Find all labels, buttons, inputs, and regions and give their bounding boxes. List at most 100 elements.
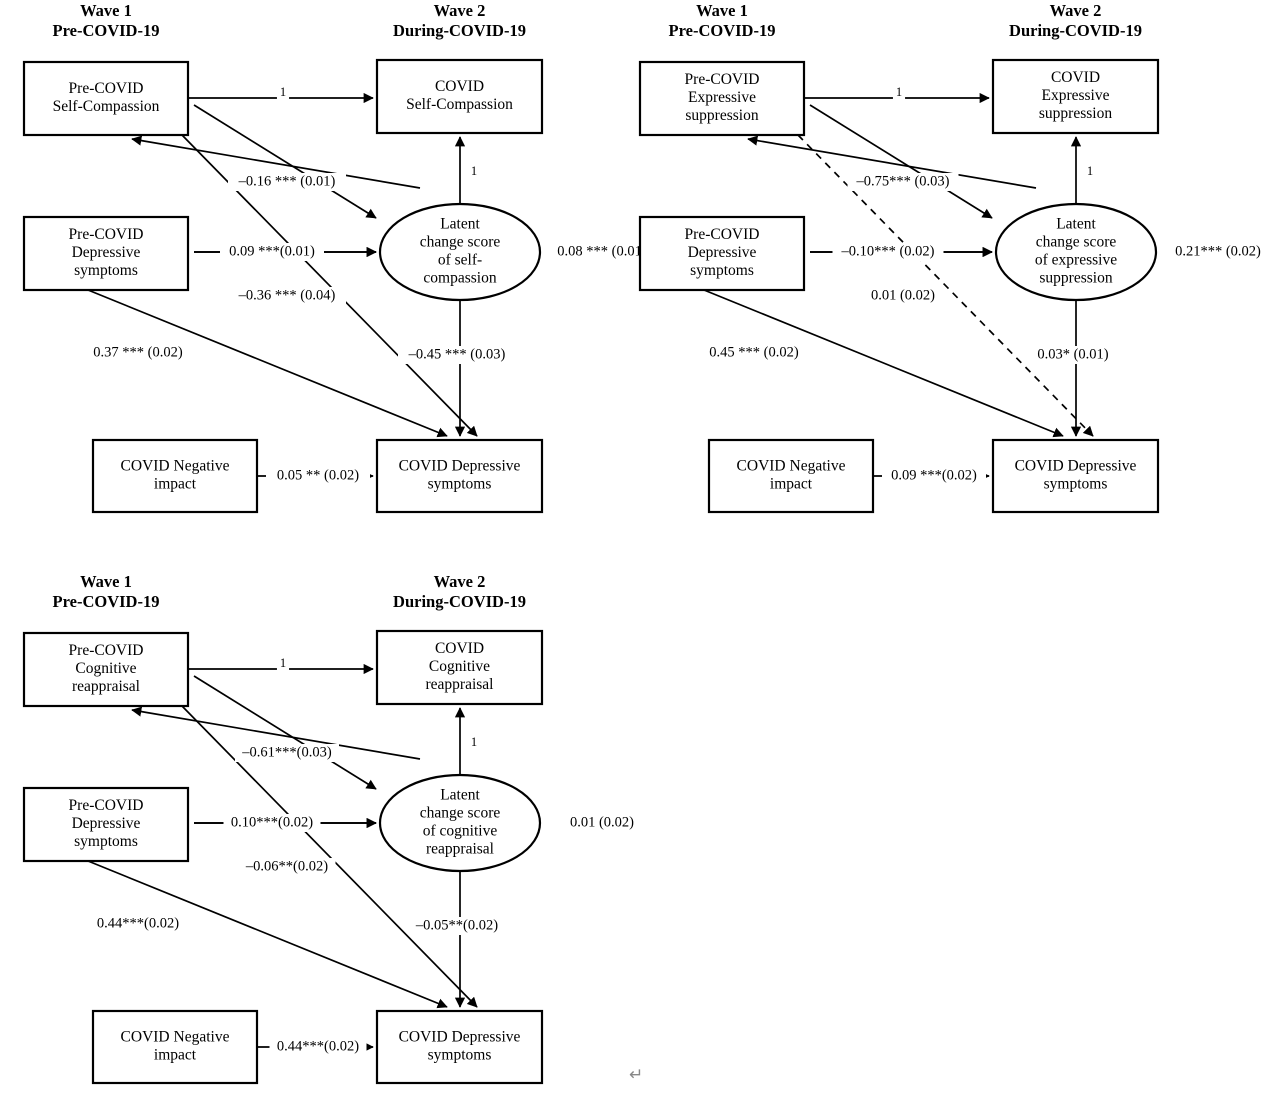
panel-self-compassion-label-construct-to-coviddepress-bg (228, 287, 346, 305)
panel-cognitive-reappraisal-header-wave2-line: During-COVID-19 (393, 592, 526, 611)
panel-self-compassion-label-w1depress-to-coviddepress-text: 0.37 *** (0.02) (93, 344, 183, 360)
panel-expressive-suppression-node-w2-construct-label-line: Expressive (1041, 87, 1109, 104)
panel-expressive-suppression-node-latent-change-ellipse (994, 202, 1158, 302)
panel-expressive-suppression-node-w1-construct-label-line: suppression (685, 107, 758, 124)
panel-self-compassion-label-latent-variance-text: 0.08 *** (0.01) (557, 243, 647, 259)
panel-cognitive-reappraisal-edge-construct-to-coviddepress (181, 705, 478, 1008)
panel-self-compassion-node-w1-construct-rect (22, 60, 190, 137)
panel-self-compassion-label-impact-to-coviddepress-bg (266, 467, 370, 485)
panel-expressive-suppression-node-w2-construct-label-line: COVID (1051, 69, 1100, 86)
panel-self-compassion-node-covid-depressive-rect (375, 438, 544, 514)
panel-cognitive-reappraisal-label-latent-to-coviddepress-text: –0.05**(0.02) (415, 917, 498, 933)
panel-cognitive-reappraisal-label-autoregressive-text: 1 (280, 656, 286, 670)
panel-self-compassion-node-covid-depressive-label-line: COVID Depressive (399, 458, 521, 475)
panel-self-compassion-header-wave1-line: Pre-COVID-19 (53, 21, 160, 40)
panel-expressive-suppression-label-impact-to-coviddepress: 0.09 ***(0.02) (882, 467, 986, 485)
panel-self-compassion-node-latent-change-label-line: Latent (440, 216, 480, 233)
panel-self-compassion-node-w1-construct-label-line: Pre-COVID (69, 80, 144, 97)
panel-cognitive-reappraisal-node-covid-impact-label-line: COVID Negative (121, 1029, 230, 1046)
carriage-return-mark: ↵ (629, 1065, 643, 1084)
panel-cognitive-reappraisal-label-latent-variance: 0.01 (0.02) (570, 814, 634, 830)
panel-self-compassion-label-w1depress-to-coviddepress-bg (82, 344, 194, 362)
panel-self-compassion-node-latent-change-label-line: change score (420, 234, 501, 251)
panel-self-compassion-node-covid-impact-rect (91, 438, 259, 514)
panel-expressive-suppression-label-w1depress-to-coviddepress-text: 0.45 *** (0.02) (709, 344, 799, 360)
panel-expressive-suppression-node-latent-change-label-line: of expressive (1035, 252, 1117, 269)
panel-expressive-suppression-label-autoregressive-text: 1 (896, 85, 902, 99)
panel-expressive-suppression-label-latent-to-w1depress-bg (832, 243, 944, 261)
panel-cognitive-reappraisal-header-wave2-line: Wave 2 (434, 572, 486, 591)
panel-self-compassion-header-wave2-line: During-COVID-19 (393, 21, 526, 40)
panel-cognitive-reappraisal-label-latent-variance-text: 0.01 (0.02) (570, 814, 634, 830)
panel-expressive-suppression-label-impact-to-coviddepress-bg (882, 467, 986, 485)
panel-expressive-suppression-node-covid-impact-rect (707, 438, 875, 514)
panel-cognitive-reappraisal-node-w1-depressive-label-line: Depressive (72, 815, 141, 832)
panel-self-compassion-node-latent-change-label-line: compassion (423, 270, 496, 287)
panel-expressive-suppression-label-construct-to-latent-bg (847, 173, 959, 191)
panel-self-compassion-node-w1-depressive-label-line: Depressive (72, 244, 141, 261)
panel-self-compassion-label-w1depress-to-coviddepress: 0.37 *** (0.02) (82, 344, 194, 362)
panel-cognitive-reappraisal-label-construct-to-coviddepress: –0.06**(0.02) (238, 858, 336, 876)
panel-self-compassion-label-impact-to-coviddepress: 0.05 ** (0.02) (266, 467, 370, 485)
panel-self-compassion-node-w1-depressive-label-line: Pre-COVID (69, 226, 144, 243)
panel-self-compassion-edge-w1depress-to-coviddepress (87, 289, 448, 438)
panel-self-compassion-label-construct-to-latent-text: –0.16 *** (0.01) (238, 173, 336, 189)
panel-expressive-suppression-header-wave2-line: During-COVID-19 (1009, 21, 1142, 40)
panel-cognitive-reappraisal-label-latent-to-coviddepress-bg (408, 917, 506, 935)
panel-expressive-suppression-edge-w1depress-to-coviddepress (703, 289, 1064, 438)
panel-cognitive-reappraisal-label-impact-to-coviddepress-bg (269, 1038, 367, 1056)
panel-expressive-suppression-label-autoregressive: 1 (892, 84, 906, 102)
panel-expressive-suppression-node-w1-construct-label-line: Expressive (688, 89, 756, 106)
panel-expressive-suppression-node-w2-construct-rect (991, 58, 1160, 135)
panel-cognitive-reappraisal-node-w2-construct-label-line: reappraisal (426, 676, 494, 693)
panel-cognitive-reappraisal-label-latent-to-w1depress-text: 0.10***(0.02) (231, 814, 313, 830)
panel-cognitive-reappraisal-label-autoregressive: 1 (276, 655, 290, 673)
panel-expressive-suppression-label-autoregressive-bg (892, 84, 906, 102)
panel-expressive-suppression-node-w1-depressive-label-line: Depressive (688, 244, 757, 261)
panel-self-compassion-label-impact-to-coviddepress-text: 0.05 ** (0.02) (277, 467, 359, 483)
panel-cognitive-reappraisal-label-construct-to-latent-bg (235, 744, 339, 762)
panel-cognitive-reappraisal-node-covid-depressive-label-line: COVID Depressive (399, 1029, 521, 1046)
panel-expressive-suppression-label-latent-to-coviddepress-text: 0.03* (0.01) (1037, 346, 1108, 362)
panel-cognitive-reappraisal-label-latent-to-w2-text: 1 (471, 735, 477, 749)
panel-self-compassion-node-covid-impact-label-line: COVID Negative (121, 458, 230, 475)
panel-self-compassion-node-w1-depressive-label-line: symptoms (74, 262, 138, 279)
panel-expressive-suppression-label-construct-to-latent-text: –0.75*** (0.03) (855, 173, 949, 189)
